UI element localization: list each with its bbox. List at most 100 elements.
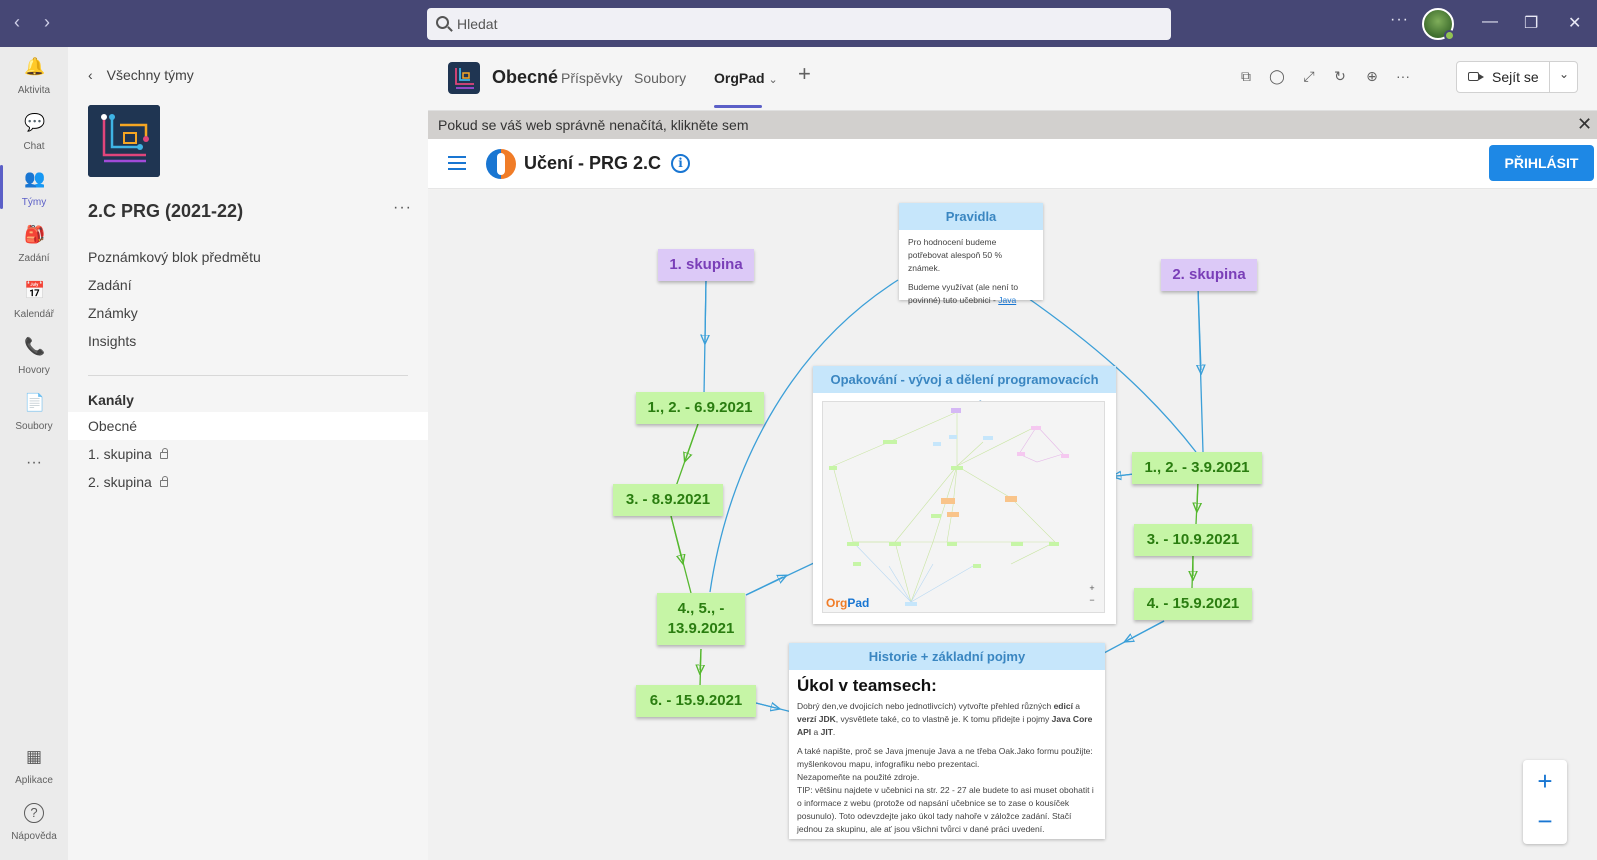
rail-calls[interactable]: 📞Hovory: [0, 327, 68, 383]
mini-zoom-controls[interactable]: +−: [1086, 582, 1098, 606]
rail-calendar[interactable]: 📅 Kalendář: [0, 271, 68, 327]
rail-help[interactable]: ?Nápověda: [0, 793, 68, 849]
rail-teams[interactable]: 👥Týmy: [0, 159, 68, 215]
text: .: [832, 727, 836, 737]
group2-cell[interactable]: 2. skupina: [1161, 259, 1257, 291]
history-text-3: Nezapomeňte na použité zdroje.: [797, 772, 920, 782]
history-text-1: Dobrý den,ve dvojicích nebo jednotlivcíc…: [789, 696, 1105, 739]
lock-icon: [159, 476, 168, 487]
close-icon[interactable]: ✕: [1577, 114, 1593, 134]
team-more-icon[interactable]: ···: [393, 199, 412, 216]
text: edicí: [1053, 701, 1073, 711]
embedded-map-preview[interactable]: OrgPad +−: [822, 401, 1105, 613]
history-card-title: Historie + základní pojmy: [789, 643, 1105, 670]
calendar-icon: 📅: [24, 281, 46, 300]
brand-org: Org: [826, 596, 848, 610]
forward-arrow-icon[interactable]: ›: [44, 12, 50, 32]
close-icon[interactable]: ✕: [1568, 15, 1582, 32]
rules-text-2: Budeme využívat (ale není to povinné) tu…: [899, 275, 1043, 307]
g1-date-cell[interactable]: 4., 5., -13.9.2021: [657, 593, 745, 645]
rail-label: Zadání: [18, 253, 50, 264]
text: a: [811, 727, 821, 737]
login-button[interactable]: PŘIHLÁSIT: [1489, 145, 1594, 181]
g2-date-cell[interactable]: 1., 2. - 3.9.2021: [1132, 452, 1262, 484]
repeat-card[interactable]: Opakování - vývoj a dělení programovacíc…: [813, 366, 1116, 624]
rail-activity[interactable]: 🔔Aktivita: [0, 47, 68, 103]
rail-label: Kalendář: [13, 309, 55, 320]
orgpad-toolbar: Učení - PRG 2.C i PŘIHLÁSIT: [428, 139, 1597, 189]
teams-icon: 👥: [24, 169, 46, 188]
minimize-icon[interactable]: —: [1482, 13, 1498, 30]
history-card[interactable]: Historie + základní pojmy Úkol v teamsec…: [789, 643, 1105, 839]
team-link-grades[interactable]: Známky: [88, 305, 138, 321]
rail-apps[interactable]: ▦Aplikace: [0, 737, 68, 793]
search-icon: [436, 16, 449, 29]
back-arrow-icon[interactable]: ‹: [14, 12, 20, 32]
team-link-notebook[interactable]: Poznámkový blok předmětu: [88, 249, 261, 265]
active-tab-indicator: [714, 105, 762, 108]
meet-button[interactable]: Sejít se ⌄: [1456, 61, 1578, 93]
java-book-link[interactable]: Java: [998, 295, 1017, 305]
channel-title: Obecné: [492, 67, 559, 87]
tab-orgpad[interactable]: OrgPad ⌄: [714, 70, 778, 86]
zoom-out-button[interactable]: −: [1537, 806, 1553, 836]
g1-date-cell[interactable]: 6. - 15.9.2021: [636, 685, 756, 717]
orgpad-canvas[interactable]: 1. skupina 2. skupina 1., 2. - 6.9.2021 …: [428, 190, 1597, 860]
text: Dobrý den,ve dvojicích nebo jednotlivcíc…: [797, 701, 1054, 711]
team-link-assignments[interactable]: Zadání: [88, 277, 132, 293]
channel-label: 1. skupina: [88, 446, 152, 462]
tab-files[interactable]: Soubory: [634, 70, 687, 86]
chevron-down-icon[interactable]: ⌄: [1559, 67, 1570, 81]
team-panel: ‹Všechny týmy 2.C PRG (2021-22) ··· Pozn…: [68, 47, 428, 860]
search-box[interactable]: [427, 8, 1171, 40]
meet-label: Sejít se: [1492, 69, 1539, 85]
add-tab-button[interactable]: +: [798, 61, 811, 86]
more-options-icon[interactable]: ···: [1396, 68, 1410, 84]
channel-obecne[interactable]: Obecné: [68, 412, 428, 440]
hamburger-menu-icon[interactable]: [448, 156, 466, 170]
team-link-insights[interactable]: Insights: [88, 333, 137, 349]
notice-text[interactable]: Pokud se váš web správně nenačítá, klikn…: [438, 117, 749, 133]
rail-chat[interactable]: 💬Chat: [0, 103, 68, 159]
tab-posts[interactable]: Příspěvky: [561, 70, 623, 86]
presence-available-icon: [1444, 30, 1455, 41]
orgpad-brand: OrgPad: [826, 596, 869, 610]
divider: [1549, 62, 1550, 92]
all-teams-label: Všechny týmy: [106, 67, 194, 83]
mini-zoom-out[interactable]: −: [1089, 595, 1095, 605]
conversation-icon[interactable]: ◯: [1269, 68, 1285, 84]
rail-more[interactable]: ···: [0, 443, 68, 499]
reload-notice[interactable]: Pokud se váš web správně nenačítá, klikn…: [428, 111, 1597, 139]
group1-cell[interactable]: 1. skupina: [658, 249, 754, 281]
g2-date-cell[interactable]: 3. - 10.9.2021: [1134, 524, 1252, 556]
g1-date-cell[interactable]: 1., 2. - 6.9.2021: [636, 392, 764, 424]
refresh-icon[interactable]: ↻: [1334, 68, 1346, 84]
rules-card[interactable]: Pravidla Pro hodnocení budeme potřebovat…: [899, 203, 1043, 305]
zoom-in-button[interactable]: +: [1537, 766, 1553, 796]
rail-assignments[interactable]: 🎒Zadání: [0, 215, 68, 271]
divider: [88, 375, 408, 376]
app-rail: 🔔Aktivita 💬Chat 👥Týmy 🎒Zadání 📅Kalendář …: [0, 47, 68, 860]
rail-label: Soubory: [15, 421, 53, 432]
channel-skupina-2[interactable]: 2. skupina: [68, 468, 428, 496]
globe-icon[interactable]: ⊕: [1366, 68, 1378, 84]
maximize-icon[interactable]: ❐: [1524, 15, 1539, 32]
history-heading: Úkol v teamsech:: [797, 676, 937, 695]
rail-label: Aktivita: [17, 85, 51, 96]
g1-date-cell[interactable]: 3. - 8.9.2021: [613, 484, 723, 516]
info-icon[interactable]: i: [671, 154, 690, 173]
more-options-icon[interactable]: ···: [1390, 11, 1409, 28]
connection-lines: [670, 279, 1597, 713]
expand-icon[interactable]: ⤢: [1303, 68, 1315, 84]
avatar[interactable]: [1422, 8, 1455, 41]
search-input[interactable]: [457, 8, 1157, 40]
rules-text-1: Pro hodnocení budeme potřebovat alespoň …: [908, 237, 1003, 273]
mini-zoom-in[interactable]: +: [1089, 583, 1095, 593]
all-teams-link[interactable]: ‹Všechny týmy: [88, 67, 194, 83]
rail-label: Chat: [23, 141, 45, 152]
rail-files[interactable]: 📄Soubory: [0, 383, 68, 439]
orgpad-logo: [486, 149, 516, 179]
channel-skupina-1[interactable]: 1. skupina: [68, 440, 428, 468]
g2-date-cell[interactable]: 4. - 15.9.2021: [1134, 588, 1252, 620]
popout-icon[interactable]: ⧉: [1241, 68, 1251, 84]
